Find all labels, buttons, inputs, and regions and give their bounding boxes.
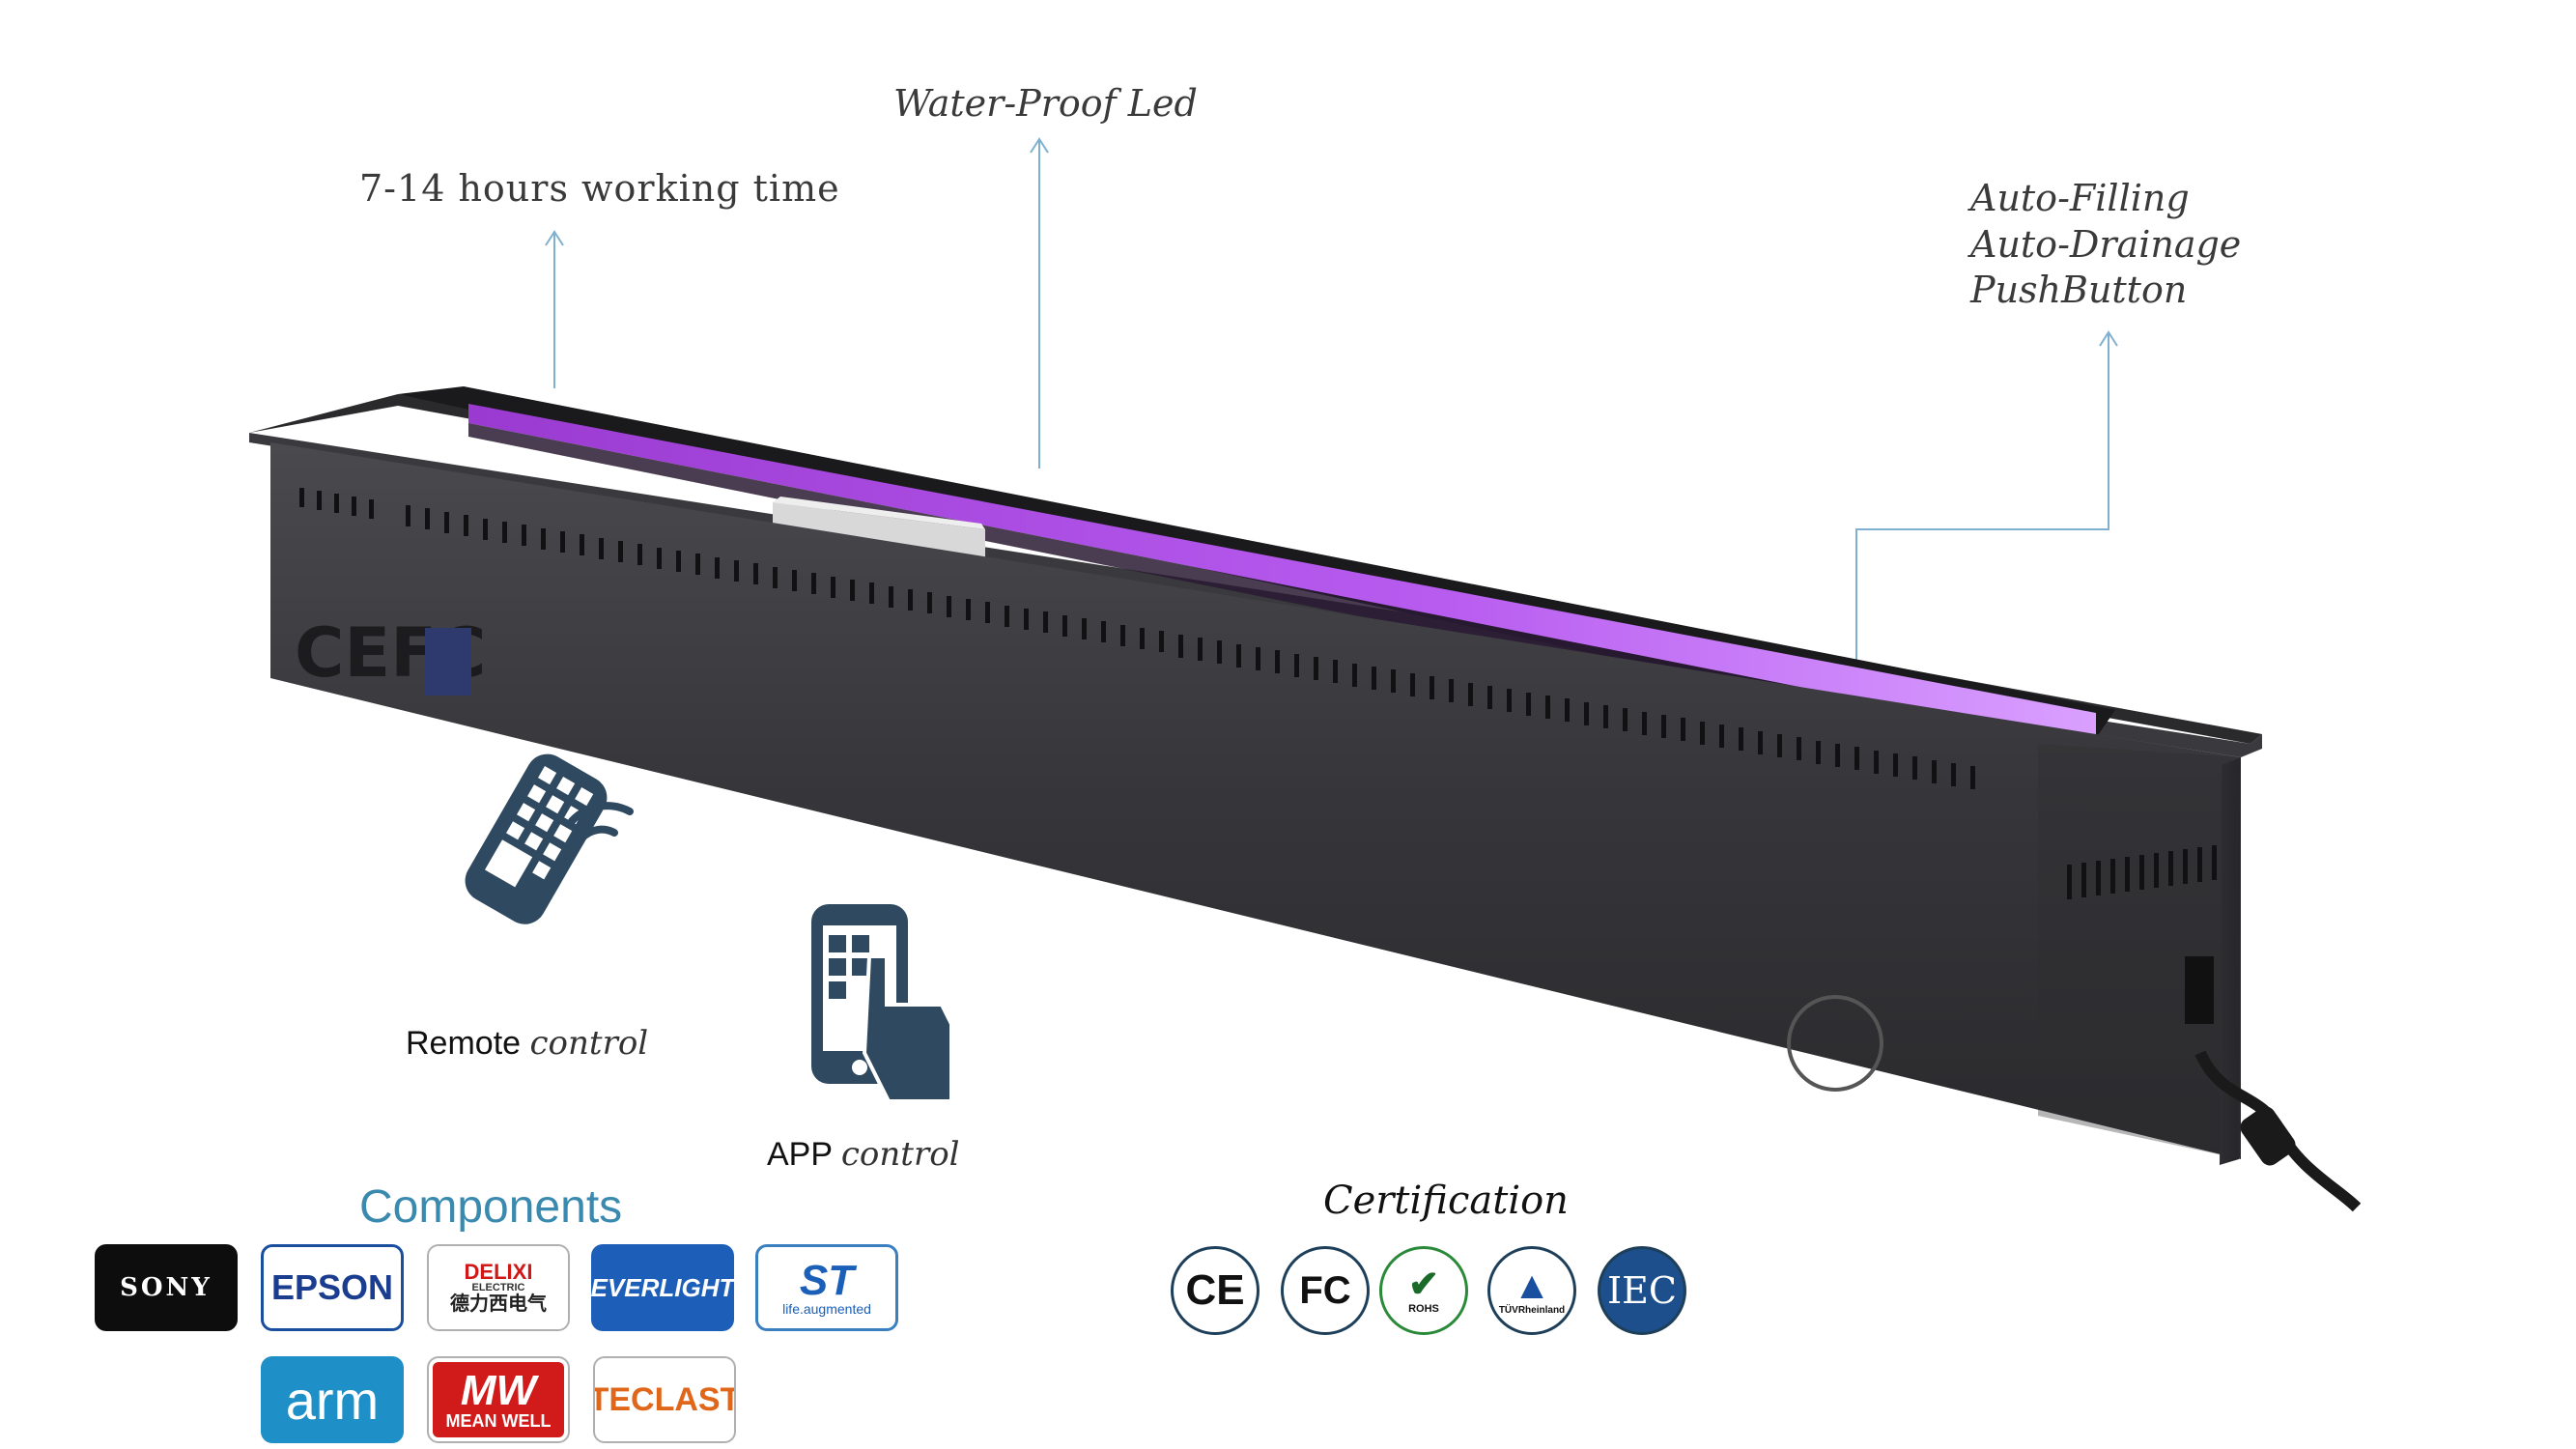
- app-control-label: APP control: [767, 1135, 960, 1174]
- arm-logo: arm: [261, 1356, 404, 1443]
- app-label-suffix: control: [840, 1135, 960, 1174]
- remote-label-prefix: Remote: [406, 1025, 522, 1062]
- waterproof-led-callout: Water-Proof Led: [893, 82, 1198, 125]
- meanwell-logo: MW MEAN WELL: [427, 1356, 570, 1443]
- auto-drainage-label: Auto-Drainage: [1970, 222, 2242, 266]
- remote-label-suffix: control: [529, 1024, 649, 1063]
- fc-mark: FC: [1281, 1246, 1370, 1335]
- working-time-callout: 7-14 hours working time: [359, 167, 840, 210]
- meanwell-inner: MW MEAN WELL: [433, 1362, 564, 1437]
- tuv-mark: ▲ TÜVRheinland: [1487, 1246, 1576, 1335]
- check-icon: ✔: [1408, 1264, 1439, 1305]
- delixi-logo: DELIXI ELECTRIC 德力西电气: [427, 1244, 570, 1331]
- everlight-logo: EVERLIGHT: [591, 1244, 734, 1331]
- push-button-label: PushButton: [1970, 269, 2188, 311]
- auto-filling-label: Auto-Filling: [1970, 177, 2190, 219]
- triangle-icon: ▲: [1513, 1264, 1551, 1307]
- rohs-mark: ✔ ROHS: [1379, 1246, 1468, 1335]
- auto-features-callout: Auto-Filling Auto-Drainage PushButton: [1970, 176, 2241, 314]
- ce-mark: CE: [1171, 1246, 1260, 1335]
- epson-logo: EPSON: [261, 1244, 404, 1331]
- st-logo: ST life.augmented: [755, 1244, 898, 1331]
- sony-logo: SONY: [95, 1244, 238, 1331]
- remote-control-label: Remote control: [406, 1024, 648, 1063]
- app-label-prefix: APP: [767, 1136, 833, 1173]
- certification-title: Certification: [1323, 1179, 1569, 1223]
- teclast-logo: TECLAST: [593, 1356, 736, 1443]
- iec-mark: IEC: [1598, 1246, 1686, 1335]
- components-title: Components: [359, 1181, 623, 1233]
